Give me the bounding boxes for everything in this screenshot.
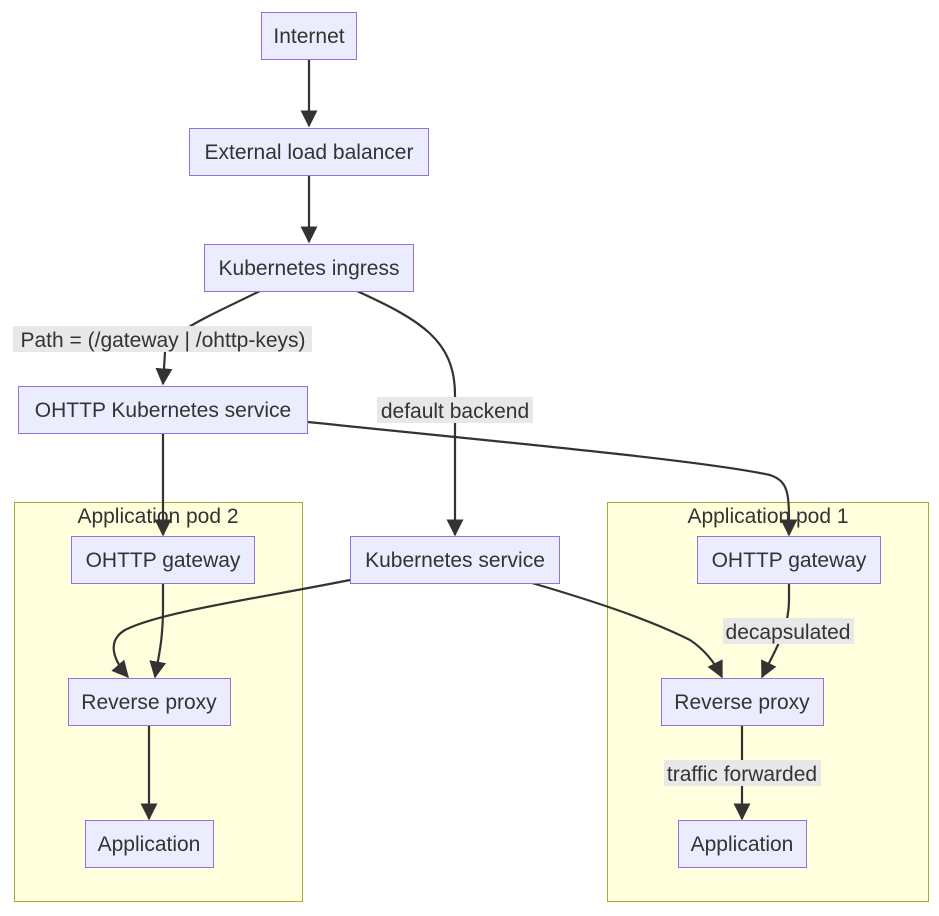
node-box [204,244,414,292]
edge-label-traffic-forwarded: traffic forwarded [664,760,821,786]
node-label: Internet [273,25,344,48]
edge-ingress-to-kubernetes-service [356,290,464,537]
node-box [68,678,231,726]
edge-label-background [13,326,312,352]
node-kubernetes-service[interactable]: Kubernetes service [350,536,560,584]
node-internet[interactable]: Internet [261,12,357,60]
node-label: Application [691,833,794,856]
node-label: OHTTP gateway [712,549,867,572]
node-kubernetes-ingress[interactable]: Kubernetes ingress [204,244,414,292]
edge-label-text: Path = (/gateway | /ohttp-keys) [20,329,305,352]
node-label: Kubernetes ingress [219,257,400,280]
node-pod1-application[interactable]: Application [678,820,807,868]
node-label: Kubernetes service [365,549,545,572]
node-box [697,536,881,584]
node-box [189,128,429,176]
node-pod2-reverse-proxy[interactable]: Reverse proxy [68,678,231,726]
edge-label-path-rule: Path = (/gateway | /ohttp-keys) [13,326,312,352]
edge-label-text: decapsulated [726,621,851,644]
edge-label-decapsulated: decapsulated [723,618,854,644]
edge-label-default-backend: default backend [377,397,533,423]
node-box [71,536,255,584]
edge-ohttp-service-to-pod1-gateway [307,420,798,537]
node-box [678,820,807,868]
edge-label-background [723,618,854,644]
node-label: OHTTP Kubernetes service [35,399,291,422]
edge-label-background [377,397,533,423]
node-external-load-balancer[interactable]: External load balancer [189,128,429,176]
node-label: External load balancer [205,141,414,164]
node-pod2-ohttp-gateway[interactable]: OHTTP gateway [71,536,255,584]
node-box [18,386,308,434]
edge-kubernetes-service-to-pod2-proxy [111,578,351,679]
node-pod1-ohttp-gateway[interactable]: OHTTP gateway [697,536,881,584]
node-pod2-application[interactable]: Application [85,820,214,868]
edge-pod2-gateway-to-pod2-proxy [149,583,167,679]
node-label: OHTTP gateway [86,549,241,572]
node-label: Reverse proxy [674,691,810,714]
cluster-label: Application pod 2 [77,505,238,528]
node-box [261,12,357,60]
node-label: Reverse proxy [81,691,217,714]
edge-kubernetes-service-to-pod1-proxy [531,581,723,679]
node-box [350,536,560,584]
edge-label-text: traffic forwarded [667,763,817,786]
edge-label-background [664,760,821,786]
node-pod1-reverse-proxy[interactable]: Reverse proxy [661,678,824,726]
node-box [661,678,824,726]
edge-label-text: default backend [381,400,529,423]
node-label: Application [98,833,201,856]
cluster-label: Application pod 1 [687,505,848,528]
node-ohttp-kubernetes-service[interactable]: OHTTP Kubernetes service [18,386,308,434]
node-box [85,820,214,868]
